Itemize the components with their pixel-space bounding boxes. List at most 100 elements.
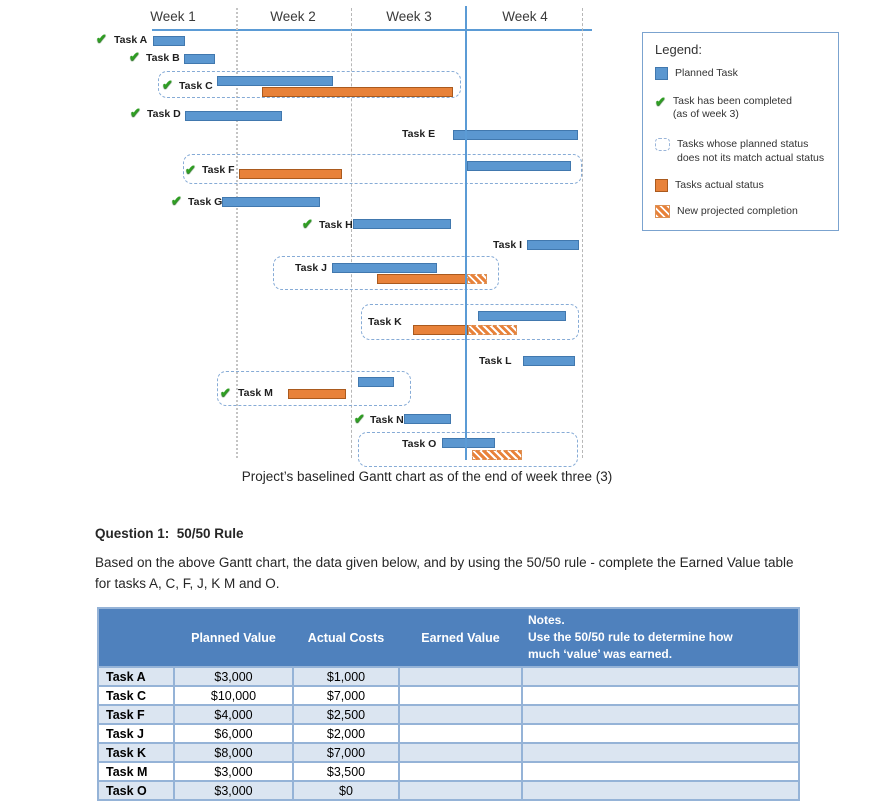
completed-check-icon: ✔ (220, 385, 231, 400)
value-cell (398, 685, 523, 706)
projected-bar (467, 274, 487, 284)
task-label: Task O (402, 438, 437, 450)
completed-check-icon: ✔ (302, 216, 313, 231)
week-label-1: Week 1 (150, 9, 196, 24)
completed-check-icon: ✔ (96, 31, 107, 46)
planned-bar (185, 111, 282, 121)
task-label: Task G (188, 196, 223, 208)
gantt-chart: Week 1 Week 2 Week 3 Week 4 ✔Task A✔Task… (96, 6, 613, 484)
value-cell (521, 685, 800, 706)
value-cell (521, 723, 800, 744)
mismatch-box (158, 71, 461, 98)
actual-bar (239, 169, 342, 179)
table-row: Task O$3,000$0 (97, 780, 800, 801)
legend-item-label: Task has been completed (as of week 3) (672, 94, 792, 121)
earned-value-table: Planned Value Actual Costs Earned Value … (97, 607, 800, 801)
value-cell: $6,000 (173, 723, 294, 744)
planned-swatch-icon (655, 67, 668, 80)
week-label-3: Week 3 (386, 9, 432, 24)
table-row: Task C$10,000$7,000 (97, 685, 800, 706)
legend-item-actual: Tasks actual status (655, 179, 830, 193)
mismatch-box (358, 432, 578, 467)
value-cell (398, 704, 523, 725)
value-cell: $2,500 (292, 704, 400, 725)
completed-check-icon: ✔ (655, 93, 666, 109)
value-cell (521, 742, 800, 763)
task-name-cell: Task J (97, 723, 175, 744)
planned-bar (453, 130, 578, 140)
value-cell: $3,000 (173, 666, 294, 687)
header-actual-costs: Actual Costs (293, 607, 399, 668)
task-label: Task E (402, 128, 436, 140)
question-body-line1: Based on the above Gantt chart, the data… (95, 555, 794, 570)
week-gridline-1 (236, 8, 238, 458)
planned-bar (358, 377, 394, 387)
task-label: Task H (319, 219, 353, 231)
mismatch-box (273, 256, 499, 290)
task-label: Task M (238, 387, 273, 399)
planned-bar (153, 36, 185, 46)
legend-item-label: Tasks whose planned status does not its … (677, 137, 825, 164)
week-gridline-4 (582, 8, 583, 458)
question-body: Based on the above Gantt chart, the data… (95, 552, 793, 594)
header-task (97, 607, 174, 668)
legend-item-completed: ✔ Task has been completed (as of week 3) (655, 95, 830, 122)
value-cell: $10,000 (173, 685, 294, 706)
task-name-cell: Task M (97, 761, 175, 782)
completed-check-icon: ✔ (162, 77, 173, 92)
planned-bar (332, 263, 437, 273)
task-name-cell: Task A (97, 666, 175, 687)
legend-item-planned: Planned Task (655, 67, 830, 81)
task-name-cell: Task C (97, 685, 175, 706)
task-label: Task D (147, 108, 181, 120)
legend-item-label: New projected completion (677, 204, 798, 217)
value-cell (521, 666, 800, 687)
value-cell: $7,000 (292, 685, 400, 706)
value-cell (398, 761, 523, 782)
task-label: Task J (295, 262, 327, 274)
week-label-4: Week 4 (502, 9, 548, 24)
week-gridline-2 (351, 8, 352, 458)
completed-check-icon: ✔ (185, 162, 196, 177)
value-cell: $0 (292, 780, 400, 801)
header-planned-value: Planned Value (174, 607, 293, 668)
planned-bar (442, 438, 495, 448)
header-earned-value: Earned Value (399, 607, 522, 668)
completed-check-icon: ✔ (171, 193, 182, 208)
table-row: Task A$3,000$1,000 (97, 666, 800, 687)
mismatch-box (217, 371, 411, 406)
value-cell (398, 666, 523, 687)
value-cell: $7,000 (292, 742, 400, 763)
value-cell: $3,000 (173, 780, 294, 801)
projected-bar (472, 450, 522, 460)
mismatch-box (361, 304, 579, 340)
question-heading: Question 1: 50/50 Rule (95, 526, 244, 541)
value-cell: $3,000 (173, 761, 294, 782)
planned-bar (527, 240, 579, 250)
planned-bar (467, 161, 571, 171)
planned-bar (523, 356, 575, 366)
completed-check-icon: ✔ (354, 411, 365, 426)
legend-title: Legend: (655, 42, 702, 57)
planned-bar (184, 54, 215, 64)
value-cell: $4,000 (173, 704, 294, 725)
gantt-caption: Project’s baselined Gantt chart as of th… (241, 469, 613, 484)
value-cell: $3,500 (292, 761, 400, 782)
legend-item-label: Planned Task (675, 67, 738, 79)
actual-swatch-icon (655, 179, 668, 193)
completed-check-icon: ✔ (129, 49, 140, 64)
value-cell: $8,000 (173, 742, 294, 763)
task-name-cell: Task O (97, 780, 175, 801)
task-label: Task B (146, 52, 180, 64)
task-label: Task K (368, 316, 402, 328)
legend-item-label: Tasks actual status (675, 179, 764, 192)
task-label: Task A (114, 34, 148, 46)
mismatch-box (183, 154, 582, 184)
actual-bar (262, 87, 453, 97)
header-notes: Notes. Use the 50/50 rule to determine h… (522, 607, 800, 668)
planned-bar (222, 197, 320, 207)
task-label: Task I (493, 239, 522, 251)
actual-bar (377, 274, 467, 284)
mismatch-box-icon (655, 137, 670, 151)
